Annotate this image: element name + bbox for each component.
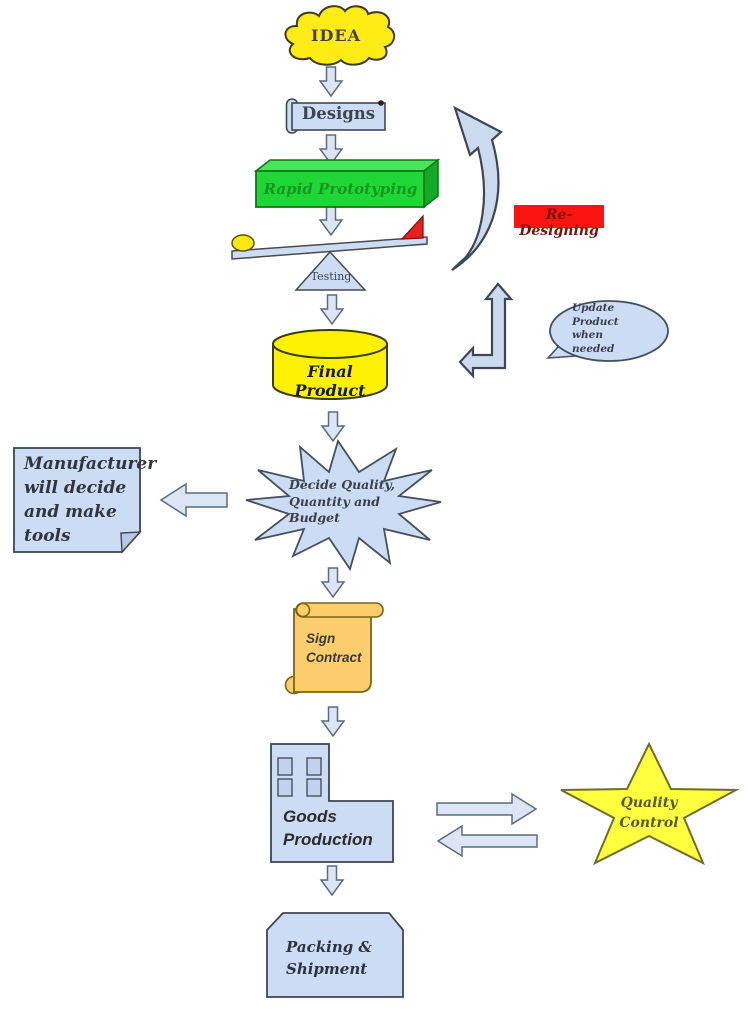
manufacturer-note-label: Manufacturer will decide and make tools xyxy=(24,454,157,546)
quality-control-label: Quality Control xyxy=(619,795,679,831)
manufacturer-note-fold xyxy=(120,531,142,554)
goods-production-label: Goods Production xyxy=(283,807,373,849)
designs-scroll-body xyxy=(291,102,386,131)
update-product-label: Update Product when needed xyxy=(572,302,619,355)
prototyping-box-top xyxy=(253,159,441,172)
re-designing-label: Re-Designing xyxy=(519,207,599,239)
arrow-production-to-packing xyxy=(320,865,344,896)
product-cylinder-top xyxy=(272,329,388,359)
arrow-qc-to-production xyxy=(436,824,538,858)
arrow-decide-to-contract xyxy=(321,567,345,598)
seesaw-plank xyxy=(231,236,428,260)
update-callout-bubble xyxy=(549,300,669,362)
sign-contract-label: Sign Contract xyxy=(306,631,362,665)
arrow-idea-to-designs xyxy=(319,66,343,97)
arrow-production-to-qc xyxy=(436,792,538,826)
seesaw-weight-ellipse xyxy=(231,234,255,252)
arrow-contract-to-production xyxy=(321,706,345,737)
factory-window-4 xyxy=(306,778,322,797)
product-cylinder-body xyxy=(272,343,388,400)
idea-cloud-shape xyxy=(284,5,396,66)
final-product-label: Final Product xyxy=(294,362,366,400)
update-loop-arrow xyxy=(458,282,514,379)
production-factory-shape xyxy=(270,743,394,863)
factory-window-1 xyxy=(277,757,293,776)
arrow-decide-to-manufacturer xyxy=(159,482,228,518)
qc-star-shape xyxy=(560,741,740,866)
idea-label: IDEA xyxy=(311,26,361,45)
arrow-prototyping-to-testing xyxy=(319,205,343,236)
seesaw-flag-triangle xyxy=(400,214,424,240)
prototyping-box-front xyxy=(255,170,425,208)
redesign-label-box xyxy=(514,205,604,228)
arrow-product-to-decide xyxy=(321,411,345,442)
redesign-curved-arrow xyxy=(451,105,503,271)
testing-fulcrum-triangle xyxy=(294,250,367,291)
decide-starburst-shape xyxy=(245,438,442,572)
packing-shipment-label: Packing & Shipment xyxy=(286,938,372,978)
contract-scroll-body xyxy=(293,608,372,693)
designs-label: Designs xyxy=(301,104,376,123)
contract-scroll-curl-top xyxy=(295,602,311,618)
arrow-testing-to-product xyxy=(320,294,344,325)
designs-scroll-dot xyxy=(378,100,384,106)
factory-window-3 xyxy=(277,778,293,797)
prototyping-label: Rapid Prototyping xyxy=(263,180,418,198)
testing-label: Testing xyxy=(310,270,352,283)
packing-box-shape xyxy=(266,912,404,998)
decide-quality-label: Decide Quality, Quantity and Budget xyxy=(289,477,395,525)
factory-window-2 xyxy=(306,757,322,776)
